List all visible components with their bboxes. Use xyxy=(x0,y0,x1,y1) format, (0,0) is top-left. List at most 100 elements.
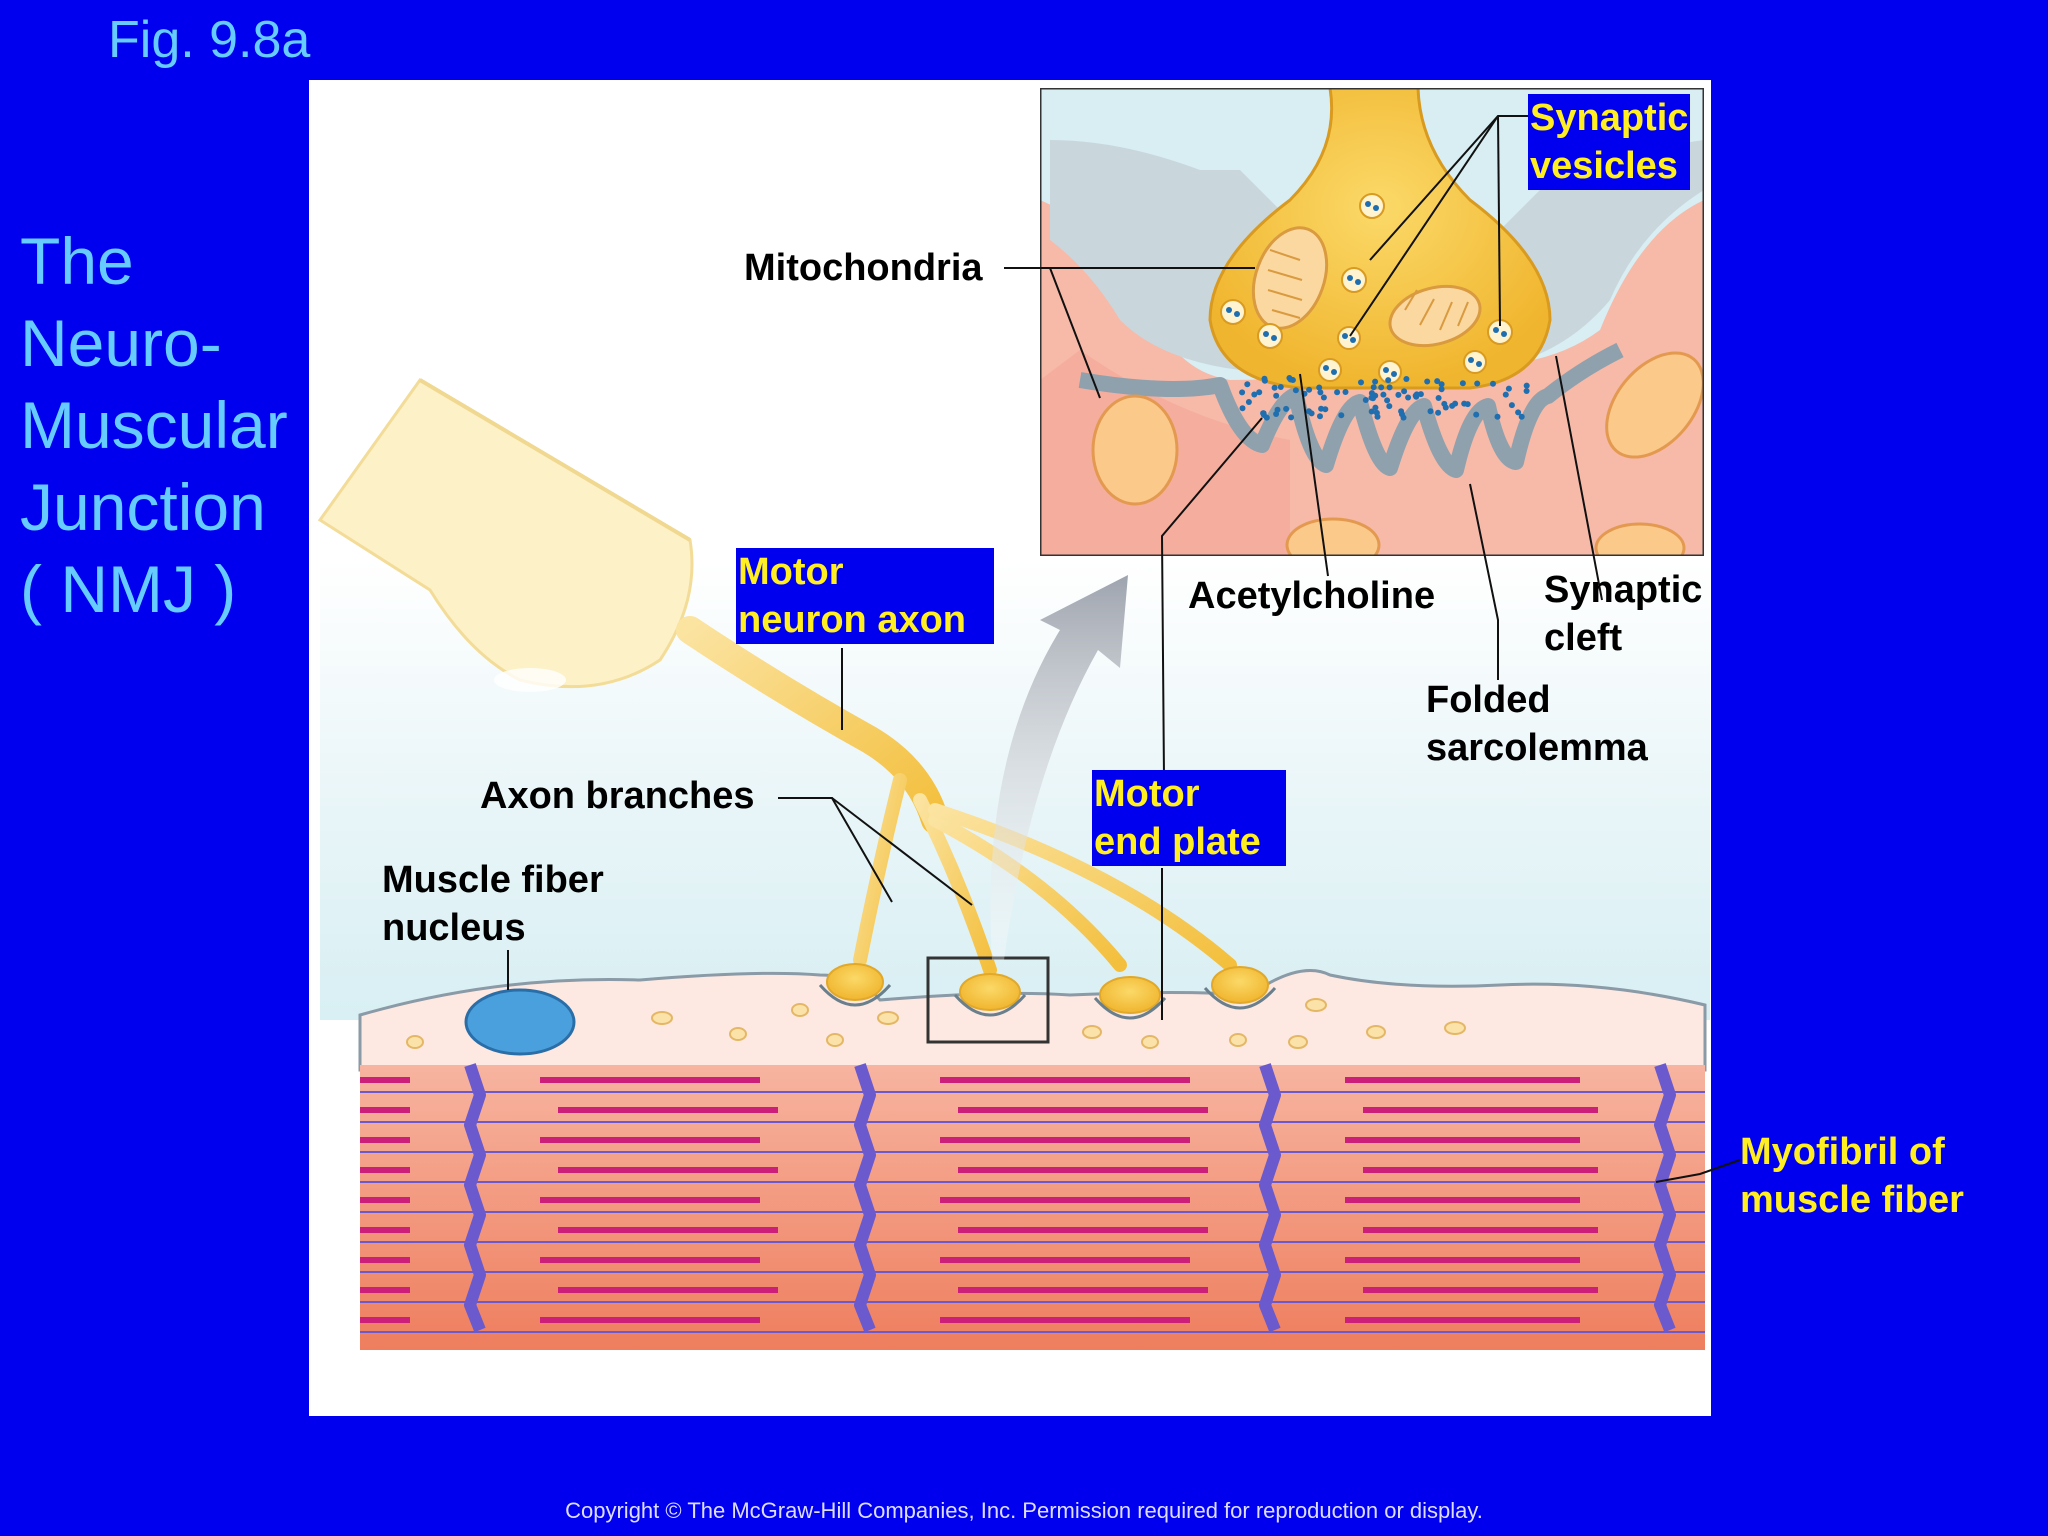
acetylcholine-dot xyxy=(1273,411,1280,417)
acetylcholine-dot xyxy=(1245,399,1252,405)
acetylcholine-dot xyxy=(1413,393,1420,400)
inset-source-box xyxy=(926,956,1050,1044)
label-line: Synaptic xyxy=(1544,569,1703,611)
acetylcholine-dot xyxy=(1261,377,1268,384)
acetylcholine-dot xyxy=(1378,384,1385,391)
acetylcholine-dot xyxy=(1427,408,1434,415)
acetylcholine-dot xyxy=(1251,391,1258,398)
label-line: Muscle fiber xyxy=(382,859,604,901)
label-synaptic-vesicles: Synaptic vesicles xyxy=(1528,94,1691,190)
acetylcholine-dot xyxy=(1508,402,1515,409)
label-line: muscle fiber xyxy=(1740,1179,1964,1221)
motor-neuron-axon xyxy=(676,616,1237,977)
acetylcholine-dot xyxy=(1316,384,1323,391)
acetylcholine-dot xyxy=(1438,381,1445,388)
acetylcholine-dot xyxy=(1386,384,1393,391)
acetylcholine-dot xyxy=(1256,389,1263,396)
acetylcholine-dot xyxy=(1305,408,1312,415)
acetylcholine-dot xyxy=(1239,389,1246,396)
acetylcholine-dot xyxy=(1368,390,1375,397)
acetylcholine-dot xyxy=(1370,384,1377,391)
acetylcholine-dot xyxy=(1461,400,1468,407)
axon-terminals xyxy=(818,963,1277,1020)
acetylcholine-dot xyxy=(1286,375,1293,381)
acetylcholine-dot xyxy=(1386,403,1393,410)
acetylcholine-dot xyxy=(1384,397,1391,404)
label-line: sarcolemma xyxy=(1426,727,1648,769)
acetylcholine-dot xyxy=(1473,411,1480,418)
label-axon-branches: Axon branches xyxy=(480,775,755,817)
title-line: Junction xyxy=(20,470,266,544)
title-line: Muscular xyxy=(20,388,288,462)
acetylcholine-dot xyxy=(1380,391,1387,398)
acetylcholine-dot xyxy=(1338,412,1345,419)
acetylcholine-dot xyxy=(1424,378,1431,385)
acetylcholine-dot xyxy=(1239,405,1246,412)
acetylcholine-dot xyxy=(1523,388,1530,394)
muscle-fiber-surface xyxy=(358,969,1707,1072)
acetylcholine-dot xyxy=(1317,413,1323,420)
acetylcholine-dot xyxy=(1283,405,1290,412)
label-acetylcholine: Acetylcholine xyxy=(1188,575,1436,617)
title-line: ( NMJ ) xyxy=(20,552,237,626)
slide-title: The Neuro- Muscular Junction ( NMJ ) xyxy=(20,220,288,630)
acetylcholine-dot xyxy=(1417,391,1424,398)
label-muscle-fiber-nucleus: Muscle fiber nucleus xyxy=(382,856,604,952)
acetylcholine-dot xyxy=(1342,389,1349,395)
muscle-fiber-nucleus xyxy=(464,988,576,1056)
label-line: end plate xyxy=(1094,821,1261,863)
sarcoplasm-mitochondria xyxy=(406,998,1466,1049)
label-line: Motor xyxy=(1094,773,1200,815)
acetylcholine-dot xyxy=(1318,405,1325,412)
acetylcholine-dot xyxy=(1442,404,1449,411)
label-line: Motor xyxy=(738,551,844,593)
acetylcholine-dot xyxy=(1292,387,1299,394)
acetylcholine-dot xyxy=(1244,381,1251,388)
acetylcholine-dot xyxy=(1368,408,1375,415)
acetylcholine-dot xyxy=(1518,413,1525,420)
acetylcholine-dot xyxy=(1438,386,1445,393)
acetylcholine-dot xyxy=(1372,404,1379,411)
label-line: Myofibril of xyxy=(1740,1131,1945,1173)
acetylcholine-dot xyxy=(1320,394,1327,401)
acetylcholine-dot xyxy=(1372,378,1379,385)
label-line: vesicles xyxy=(1530,145,1678,187)
title-line: The xyxy=(20,224,134,298)
label-line: neuron axon xyxy=(738,599,967,641)
acetylcholine-dot xyxy=(1400,414,1407,421)
label-synaptic-cleft: Synaptic cleft xyxy=(1544,566,1702,662)
acetylcholine-dot xyxy=(1434,378,1441,385)
acetylcholine-dot xyxy=(1452,400,1459,407)
acetylcholine-dot xyxy=(1502,391,1509,398)
acetylcholine-dot xyxy=(1459,380,1466,387)
acetylcholine-dot xyxy=(1490,380,1496,387)
acetylcholine-dot xyxy=(1263,414,1270,421)
label-myofibril: Myofibril of muscle fiber xyxy=(1740,1128,1964,1224)
label-motor-end-plate: Motor end plate xyxy=(1092,770,1286,866)
label-line: cleft xyxy=(1544,617,1623,659)
title-line: Neuro- xyxy=(20,306,222,380)
label-line: nucleus xyxy=(382,907,526,949)
motor-neuron-cut-end xyxy=(317,378,694,692)
acetylcholine-dot xyxy=(1277,384,1284,390)
myofibril xyxy=(360,1063,1705,1350)
acetylcholine-dot xyxy=(1515,409,1522,416)
copyright-footer: Copyright © The McGraw-Hill Companies, I… xyxy=(565,1498,1483,1523)
acetylcholine-dot xyxy=(1358,379,1364,386)
acetylcholine-dot xyxy=(1474,380,1481,387)
acetylcholine-dot xyxy=(1401,388,1408,395)
acetylcholine-dot xyxy=(1362,397,1369,403)
acetylcholine-dot xyxy=(1505,385,1512,392)
acetylcholine-dot xyxy=(1271,384,1278,391)
leader-lines xyxy=(507,115,1741,1183)
label-line: Folded xyxy=(1426,679,1551,721)
acetylcholine-dot xyxy=(1403,376,1410,382)
figure-label: Fig. 9.8a xyxy=(108,11,311,69)
label-folded-sarcolemma: Folded sarcolemma xyxy=(1426,676,1648,772)
label-motor-neuron-axon: Motor neuron axon xyxy=(736,548,994,644)
acetylcholine-dot xyxy=(1317,389,1324,396)
acetylcholine-dot xyxy=(1494,413,1501,420)
acetylcholine-dot xyxy=(1523,382,1530,389)
acetylcholine-dot xyxy=(1435,409,1442,416)
